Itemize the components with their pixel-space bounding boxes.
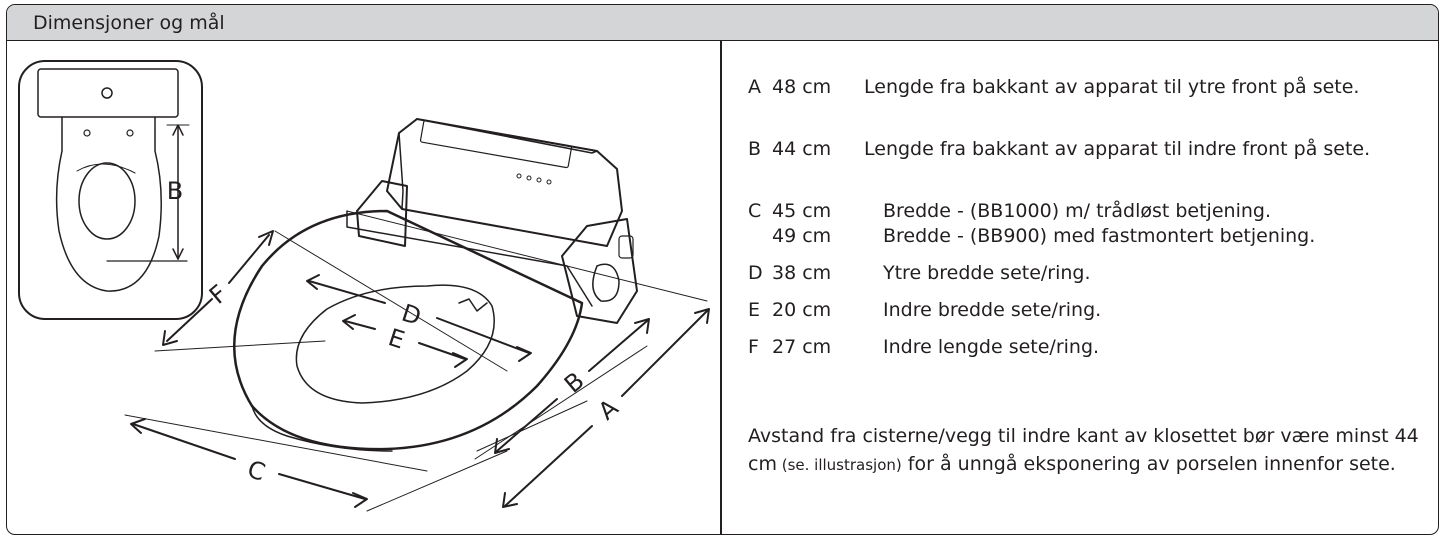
spec-measure: 44 cm: [772, 138, 832, 160]
spec-description: Indre bredde sete/ring.: [883, 299, 1102, 321]
spec-row-b: B 44 cm Lengde fra bakkant av apparat ti…: [748, 137, 1438, 187]
spec-measure: 27 cm: [772, 336, 832, 358]
spec-letter: B: [748, 138, 762, 160]
spec-row-c: C 45 cm Bredde - (BB1000) m/ trådløst be…: [748, 199, 1438, 224]
spec-measure: 38 cm: [772, 262, 832, 284]
spec-measure: 48 cm: [772, 76, 832, 98]
clearance-note: Avstand fra cisterne/vegg til indre kant…: [748, 422, 1438, 479]
title-bar: Dimensjoner og mål: [7, 5, 1438, 41]
spec-row-f: F 27 cm Indre lengde sete/ring.: [748, 335, 1438, 360]
spec-row-a: A 48 cm Lengde fra bakkant av apparat ti…: [748, 75, 1438, 125]
dimension-c: C: [130, 418, 368, 508]
dimension-f: F: [162, 230, 274, 346]
column-divider: [720, 40, 722, 534]
panel-title: Dimensjoner og mål: [33, 12, 225, 34]
spec-row-d: D 38 cm Ytre bredde sete/ring.: [748, 261, 1438, 286]
dimension-d: D: [306, 274, 532, 362]
dimensions-panel: Dimensjoner og mål B: [6, 4, 1439, 535]
spec-letter: A: [748, 76, 761, 98]
note-text-2: (se. illustrasjon): [776, 456, 902, 474]
spec-description: Bredde - (BB900) med fastmontert betjeni…: [883, 225, 1316, 247]
label-a: A: [593, 393, 624, 425]
label-b: B: [559, 367, 590, 399]
spec-description: Lengde fra bakkant av apparat til indre …: [864, 138, 1371, 160]
toilet-seat-illustration: B: [18, 60, 710, 512]
spec-letter: F: [748, 336, 759, 358]
toilet-top-view-inset: B: [18, 60, 203, 320]
note-text-1: Avstand fra cisterne/vegg til indre kant…: [748, 425, 1419, 475]
spec-letter: C: [748, 200, 762, 222]
spec-measure: 45 cm: [772, 200, 832, 222]
dimension-spec-list: A 48 cm Lengde fra bakkant av apparat ti…: [748, 75, 1438, 360]
label-f: F: [204, 279, 233, 309]
spec-description: Bredde - (BB1000) m/ trådløst betjening.: [883, 200, 1271, 222]
spec-row-e: E 20 cm Indre bredde sete/ring.: [748, 298, 1438, 323]
inset-label-b: B: [167, 177, 183, 205]
dimension-b: B: [494, 318, 650, 454]
spec-letter: E: [748, 299, 761, 321]
spec-description: Lengde fra bakkant av apparat til ytre f…: [864, 76, 1360, 98]
toilet-seat-drawing: [124, 118, 708, 512]
spec-letter: D: [748, 262, 763, 284]
spec-measure: 49 cm: [772, 225, 832, 247]
spec-description: Ytre bredde sete/ring.: [883, 262, 1091, 284]
note-text-3: for å unngå eksponering av porselen inne…: [901, 453, 1396, 475]
spec-measure: 20 cm: [772, 299, 832, 321]
label-e: E: [385, 323, 408, 354]
label-c: C: [244, 455, 269, 487]
spec-description: Indre lengde sete/ring.: [883, 336, 1100, 358]
dimension-a: A: [502, 308, 710, 508]
spec-row-c2: 49 cm Bredde - (BB900) med fastmontert b…: [748, 224, 1438, 249]
